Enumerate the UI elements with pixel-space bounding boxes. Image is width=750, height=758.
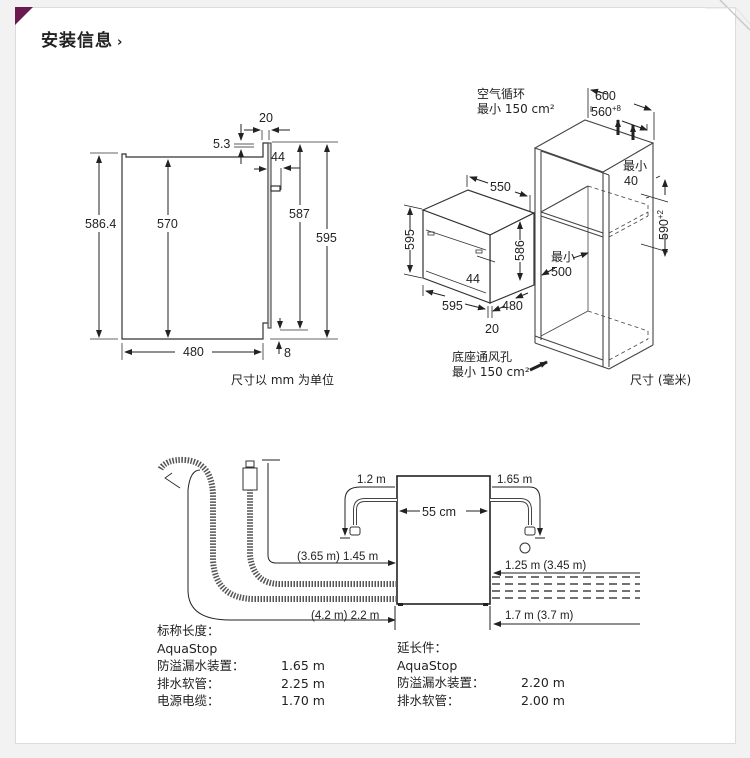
dim-top-gap: 20: [259, 111, 273, 125]
section-title-text: 安装信息: [41, 31, 113, 51]
hose-labels: 1.2 m 1.65 m 55 cm (3.65 m) 1.45 m 1.25 …: [297, 474, 586, 622]
dim-bottom: 8: [284, 346, 291, 360]
dim-min-500: 500: [551, 265, 572, 279]
hose-dimension-lines: [164, 459, 640, 630]
legend-label: 排水软管：: [157, 675, 220, 691]
air-circulation-min: 最小 150 cm²: [477, 102, 555, 116]
legend-value: 1.65 m: [281, 658, 325, 673]
label-right-lower: 1.7 m (3.7 m): [505, 610, 574, 622]
dim-min-40: 40: [624, 174, 638, 188]
side-view-dimension-lines: [96, 124, 330, 355]
label-right-upper: 1.25 m (3.45 m): [505, 560, 586, 572]
min-40-label: 最小: [623, 159, 647, 173]
unit-note-mm: 尺寸以 mm 为单位: [231, 372, 334, 387]
base-vent-min: 最小 150 cm²: [452, 365, 530, 379]
legend-extension: 延长件： AquaStop 防溢漏水装置： 2.20 m 排水软管： 2.00 m: [397, 639, 565, 709]
content-panel: [15, 7, 736, 744]
dim-door-thick: 20: [485, 322, 499, 336]
legend-value: 2.00 m: [521, 692, 565, 708]
dim-niche-height: 590+2: [656, 209, 671, 240]
label-width: 55 cm: [422, 505, 456, 519]
unit-note-millimeter: 尺寸 (毫米): [630, 372, 691, 387]
base-vent-label: 底座通风孔: [452, 349, 512, 364]
legend-row: 防溢漏水装置： 2.20 m: [397, 674, 565, 692]
dim-niche-width-tol: +8: [612, 104, 622, 113]
side-view-drawing: [90, 130, 338, 360]
legend-label: 防溢漏水装置：: [397, 675, 485, 690]
legend-label: 排水软管：: [397, 692, 460, 708]
legend-row: 电源电缆： 1.70 m: [157, 692, 325, 710]
dim-height-left: 586.4: [85, 217, 116, 231]
legend-nominal-heading: 标称长度：: [157, 623, 220, 638]
legend-extension-heading: 延长件：: [397, 640, 448, 655]
oven-drawing: [421, 189, 536, 304]
dim-height-total: 595: [316, 231, 337, 245]
dim-cab-width: 600: [595, 89, 616, 103]
legend-value: 2.25 m: [281, 675, 325, 691]
dim-niche-height-value: 590: [657, 219, 671, 240]
dim-depth: 480: [183, 345, 204, 359]
chevron-right-icon: ›: [117, 35, 124, 50]
legend-label: 电源电缆：: [157, 693, 220, 708]
hose-drawing: [157, 456, 640, 606]
min-500-label: 最小: [551, 250, 575, 264]
legend-label: 防溢漏水装置：: [157, 658, 245, 673]
label-right-cable: 1.65 m: [497, 474, 532, 486]
legend-row: 防溢漏水装置： 1.65 m: [157, 657, 325, 675]
legend-value: 1.70 m: [281, 693, 325, 708]
dim-niche-height-tol: +2: [656, 209, 665, 219]
dim-height-inner: 570: [157, 217, 178, 231]
corner-fold-decoration: [705, 0, 750, 31]
corner-accent: [15, 7, 33, 25]
dim-niche-width: 560+8: [591, 104, 622, 119]
legend-value: 2.20 m: [521, 675, 565, 690]
dim-step: 5.3: [213, 137, 230, 151]
legend-row: 排水软管： 2.00 m: [397, 692, 565, 710]
air-circulation-label: 空气循环: [477, 86, 525, 101]
legend-extension-sub: AquaStop: [397, 657, 458, 673]
legend-nominal-length: 标称长度： AquaStop 防溢漏水装置： 1.65 m 排水软管： 2.25 m…: [157, 622, 325, 710]
dim-oven-inner-height: 586: [513, 240, 527, 261]
dim-handle: 44: [466, 272, 480, 286]
dim-oven-depth-top: 550: [490, 180, 511, 194]
dim-door: 44: [271, 150, 285, 164]
legend-nominal-sub: AquaStop: [157, 640, 218, 656]
dim-oven-height: 595: [403, 229, 417, 250]
dim-niche-width-value: 560: [591, 105, 612, 119]
label-left-cable: 1.2 m: [357, 474, 386, 486]
dim-oven-width: 595: [442, 299, 463, 313]
dim-height-front: 587: [289, 207, 310, 221]
label-aquastop-left: (3.65 m) 1.45 m: [297, 551, 378, 563]
legend-row: 排水软管： 2.25 m: [157, 675, 325, 693]
label-drain-left: (4.2 m) 2.2 m: [311, 610, 379, 622]
dim-oven-depth: 480: [502, 299, 523, 313]
side-view-labels: 20 5.3 44 586.4 570 587 595 480 8 尺寸以 mm…: [85, 111, 337, 387]
cabinet-drawing: [533, 119, 655, 370]
install-dimension-lines: [403, 88, 669, 372]
section-title[interactable]: 安装信息 ›: [41, 26, 123, 51]
install-labels: 空气循环 最小 150 cm² 600 560+8 最小 40 590+2 55…: [403, 86, 691, 387]
